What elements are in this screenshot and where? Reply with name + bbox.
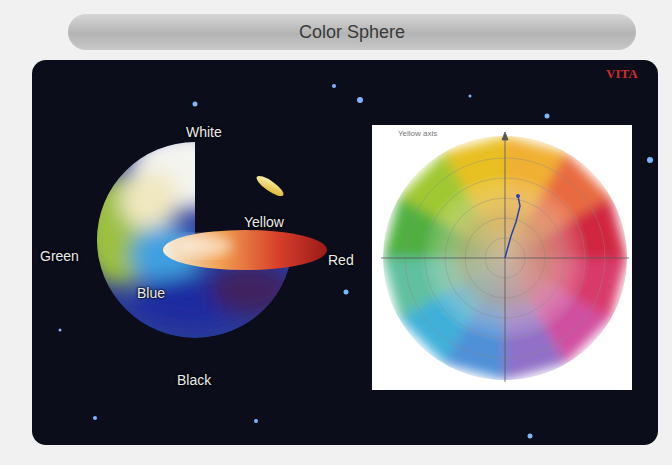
brand-logo: VITA	[606, 66, 638, 82]
color-label: Yellow	[244, 214, 284, 230]
star-dots	[59, 84, 654, 439]
color-label: Green	[40, 248, 79, 264]
chart-axes	[381, 132, 629, 382]
color-label: Black	[177, 372, 211, 388]
slide-title: Color Sphere	[299, 22, 405, 43]
chart-panel	[372, 125, 632, 390]
measurement-trace	[505, 196, 520, 258]
hue-plane	[163, 230, 327, 270]
dark-panel	[32, 60, 658, 445]
axis-label: Yellow axis	[398, 129, 437, 138]
color-label: Blue	[137, 285, 165, 301]
yellow-lens	[254, 173, 286, 200]
color-label: White	[186, 124, 222, 140]
color-label: Red	[328, 252, 354, 268]
